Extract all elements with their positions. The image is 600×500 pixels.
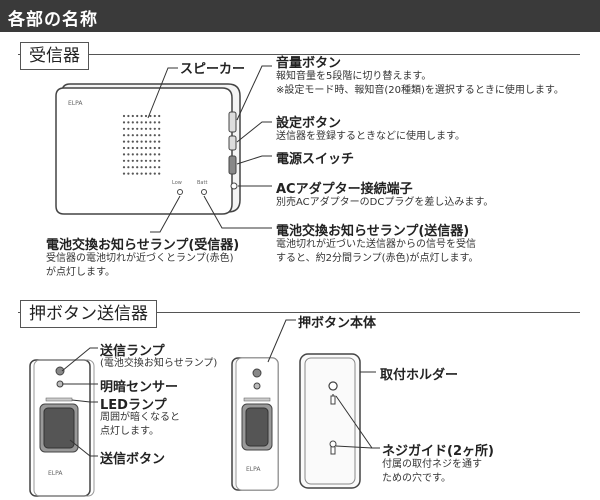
power-switch-label: 電源スイッチ bbox=[276, 152, 355, 167]
send-lamp-label: 送信ランプ bbox=[100, 344, 165, 359]
battery-lamp-rx-label: 電池交換お知らせランプ(受信器) bbox=[46, 238, 240, 253]
volume-desc-1: 報知音量を5段階に切り替えます。 bbox=[276, 71, 432, 82]
screw-guide-desc-2: ための穴です。 bbox=[382, 473, 451, 484]
receiver-brand: ELPA bbox=[68, 100, 83, 107]
led-lamp-desc-2: 点灯します。 bbox=[100, 426, 159, 437]
screw-guide-desc-1: 付属の取付ネジを通す bbox=[382, 459, 482, 470]
receiver-section-label: 受信器 bbox=[20, 42, 89, 70]
transmitter-body-brand: ELPA bbox=[246, 466, 261, 473]
setting-button-label: 設定ボタン bbox=[276, 116, 342, 131]
header-bar: 各部の名称 bbox=[0, 0, 600, 32]
ac-adapter-desc: 別売ACアダプターのDCプラグを差し込みます。 bbox=[276, 197, 494, 208]
receiver-low-mark: Low bbox=[172, 180, 182, 186]
setting-desc: 送信器を登録するときなどに使用します。 bbox=[276, 131, 465, 142]
light-sensor-label: 明暗センサー bbox=[100, 380, 179, 395]
speaker-grille bbox=[122, 114, 161, 175]
battery-lamp-rx-desc-1: 受信器の電池切れが近づくとランプ(赤色) bbox=[46, 253, 234, 264]
ac-adapter-label: ACアダプター接続端子 bbox=[276, 182, 413, 197]
transmitter-section-label: 押ボタン送信器 bbox=[20, 300, 157, 328]
section-divider bbox=[18, 54, 580, 55]
send-lamp-desc: (電池交換お知らせランプ) bbox=[100, 358, 218, 369]
speaker-label: スピーカー bbox=[180, 62, 246, 77]
screw-guide-label: ネジガイド(2ヶ所) bbox=[382, 444, 494, 459]
page-title: 各部の名称 bbox=[8, 10, 98, 30]
led-lamp-desc-1: 周囲が暗くなると bbox=[100, 412, 180, 423]
battery-lamp-tx-desc-1: 電池切れが近づいた送信器からの信号を受信 bbox=[276, 239, 476, 250]
send-button-label: 送信ボタン bbox=[100, 452, 166, 467]
section-divider bbox=[18, 312, 580, 313]
led-lamp-label: LEDランプ bbox=[100, 398, 167, 413]
battery-lamp-tx-label: 電池交換お知らせランプ(送信器) bbox=[276, 224, 470, 239]
volume-desc-2: ※設定モード時、報知音(20種類)を選択するときに使用します。 bbox=[276, 85, 564, 96]
transmitter-brand: ELPA bbox=[48, 470, 63, 477]
receiver-batt-mark: Batt bbox=[197, 180, 208, 186]
push-button-body-label: 押ボタン本体 bbox=[298, 316, 377, 331]
battery-lamp-tx-desc-2: すると、約2分間ランプ(赤色)が点灯します。 bbox=[276, 253, 479, 264]
battery-lamp-rx-desc-2: が点灯します。 bbox=[46, 267, 115, 278]
volume-button-label: 音量ボタン bbox=[276, 56, 342, 71]
mount-holder-label: 取付ホルダー bbox=[380, 368, 459, 383]
